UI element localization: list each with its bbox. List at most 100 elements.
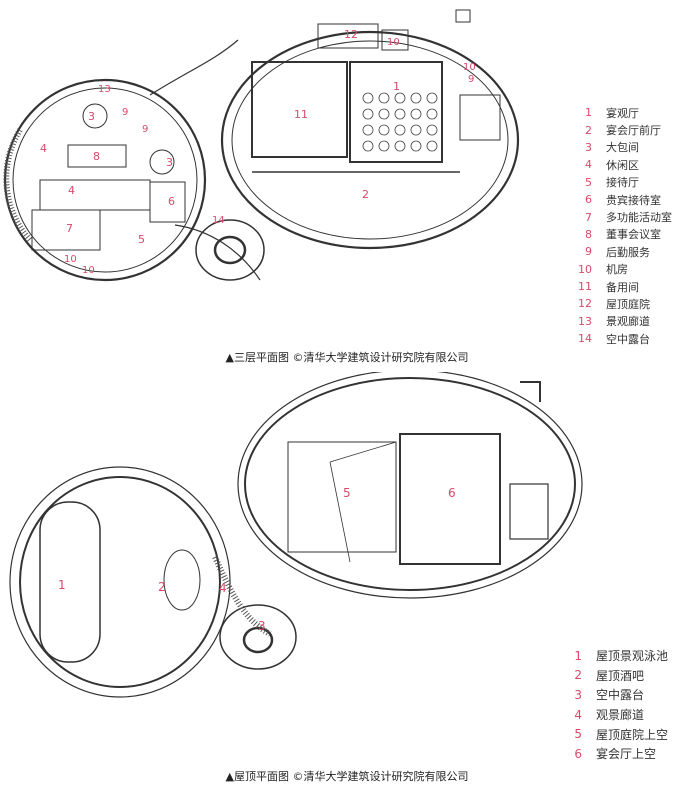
legend-label: 屋顶庭院 [606, 297, 650, 311]
legend-num: 2 [574, 668, 582, 683]
roof-left-inner [19, 476, 221, 688]
legend-label: 贵宾接待室 [606, 193, 661, 207]
left-round-inner [12, 87, 198, 273]
legend-label: 备用间 [606, 280, 639, 294]
legend-row: 1 屋顶景观泳池 [556, 646, 668, 666]
label-12: 12 [344, 28, 358, 41]
banquet-tables [362, 92, 438, 152]
roof-service-right [509, 483, 549, 540]
room-3-right-table [149, 149, 175, 175]
legend-num: 1 [574, 648, 582, 663]
legend-row: 14 空中露台 [566, 330, 672, 347]
legend-label: 大包间 [606, 141, 639, 155]
legend-label: 观景廊道 [596, 708, 645, 723]
banquet-oval-outer [220, 30, 520, 250]
terrace-14-inner [213, 235, 247, 265]
service-right [459, 94, 501, 141]
legend-row: 6 贵宾接待室 [566, 191, 672, 208]
third-floor-plan: 1 2 3 3 4 4 5 6 7 8 9 9 9 10 10 10 10 11… [0, 0, 694, 346]
label-7: 7 [66, 222, 73, 235]
legend-row: 2 屋顶酒吧 [556, 666, 668, 686]
label-8: 8 [93, 150, 100, 163]
label-1: 1 [393, 80, 400, 93]
legend-num: 13 [578, 314, 592, 328]
legend-num: 14 [578, 332, 592, 346]
legend-row: 4 观景廊道 [556, 705, 668, 725]
legend-label: 屋顶庭院上空 [596, 727, 669, 742]
legend-row: 11 备用间 [566, 278, 672, 295]
room-12-box [317, 23, 379, 49]
label-14: 14 [212, 215, 225, 226]
legend-label: 屋顶景观泳池 [596, 649, 669, 664]
label-13: 13 [98, 84, 111, 95]
legend-row: 9 后勤服务 [566, 243, 672, 260]
roof-label-4: 4 [219, 581, 227, 595]
room-6-box [149, 181, 186, 223]
label-11: 11 [294, 108, 308, 121]
legend-num: 4 [574, 707, 582, 722]
legend-label: 机房 [606, 263, 628, 277]
legend-num: 6 [574, 746, 582, 761]
roof-room-5 [287, 441, 397, 553]
legend-label: 接待厅 [606, 176, 639, 190]
label-10d: 10 [463, 62, 476, 73]
roof-bar-island [163, 549, 201, 611]
roof-terrace-inner [242, 626, 274, 654]
legend-row: 3 大包间 [566, 139, 672, 156]
label-9b: 9 [142, 124, 148, 135]
legend-label: 休闲区 [606, 158, 639, 172]
legend-num: 12 [578, 297, 592, 311]
legend-row: 13 景观廊道 [566, 313, 672, 330]
legend-num: 10 [578, 262, 592, 276]
legend-row: 5 屋顶庭院上空 [556, 724, 668, 744]
legend-label: 空中露台 [606, 332, 650, 346]
legend-num: 3 [585, 140, 592, 154]
label-10a: 10 [64, 254, 77, 265]
legend-num: 5 [574, 727, 582, 742]
stair-top [455, 9, 471, 23]
label-2: 2 [362, 188, 369, 201]
room-3-left-table [82, 103, 108, 129]
roof-left-outer [9, 466, 231, 698]
roof-plan: 1 2 3 4 5 6 [0, 372, 694, 764]
room-1 [349, 61, 443, 163]
legend-label: 空中露台 [596, 688, 645, 703]
room-11 [251, 61, 348, 158]
legend-num: 11 [578, 280, 592, 294]
roof-room-1 [39, 501, 101, 663]
banquet-oval-inner [231, 40, 509, 240]
connector-curve-2 [174, 224, 261, 281]
roof-corridor-hatch [212, 555, 272, 637]
room-10-top [381, 29, 409, 51]
legend-label: 景观廊道 [606, 315, 650, 329]
terrace-14-outer [195, 219, 265, 281]
legend-label: 宴会厅上空 [596, 747, 657, 762]
left-round-outer [3, 78, 207, 282]
roof-caption: ▲屋顶平面图 ©清华大学建筑设计研究院有限公司 [225, 770, 469, 783]
legend-num: 9 [585, 245, 592, 259]
label-6: 6 [168, 195, 175, 208]
label-10b: 10 [82, 265, 95, 276]
legend-num: 4 [585, 158, 592, 172]
roof-label-5: 5 [343, 486, 351, 500]
legend-label: 宴观厅 [606, 106, 639, 120]
legend-row: 12 屋顶庭院 [566, 295, 672, 312]
third-floor-caption: ▲三层平面图 ©清华大学建筑设计研究院有限公司 [225, 351, 469, 364]
legend-label: 宴会厅前厅 [606, 124, 661, 138]
roof-oval-outer [237, 372, 583, 599]
roof-label-3: 3 [258, 619, 266, 633]
roof-room-6 [399, 433, 501, 565]
legend-row: 10 机房 [566, 261, 672, 278]
legend-label: 后勤服务 [606, 245, 650, 259]
legend-label: 屋顶酒吧 [596, 668, 645, 683]
legend-num: 3 [574, 687, 582, 702]
label-5: 5 [138, 233, 145, 246]
room-7-box [31, 209, 101, 251]
legend-num: 6 [585, 193, 592, 207]
label-3a: 3 [88, 110, 95, 123]
legend-row: 3 空中露台 [556, 685, 668, 705]
